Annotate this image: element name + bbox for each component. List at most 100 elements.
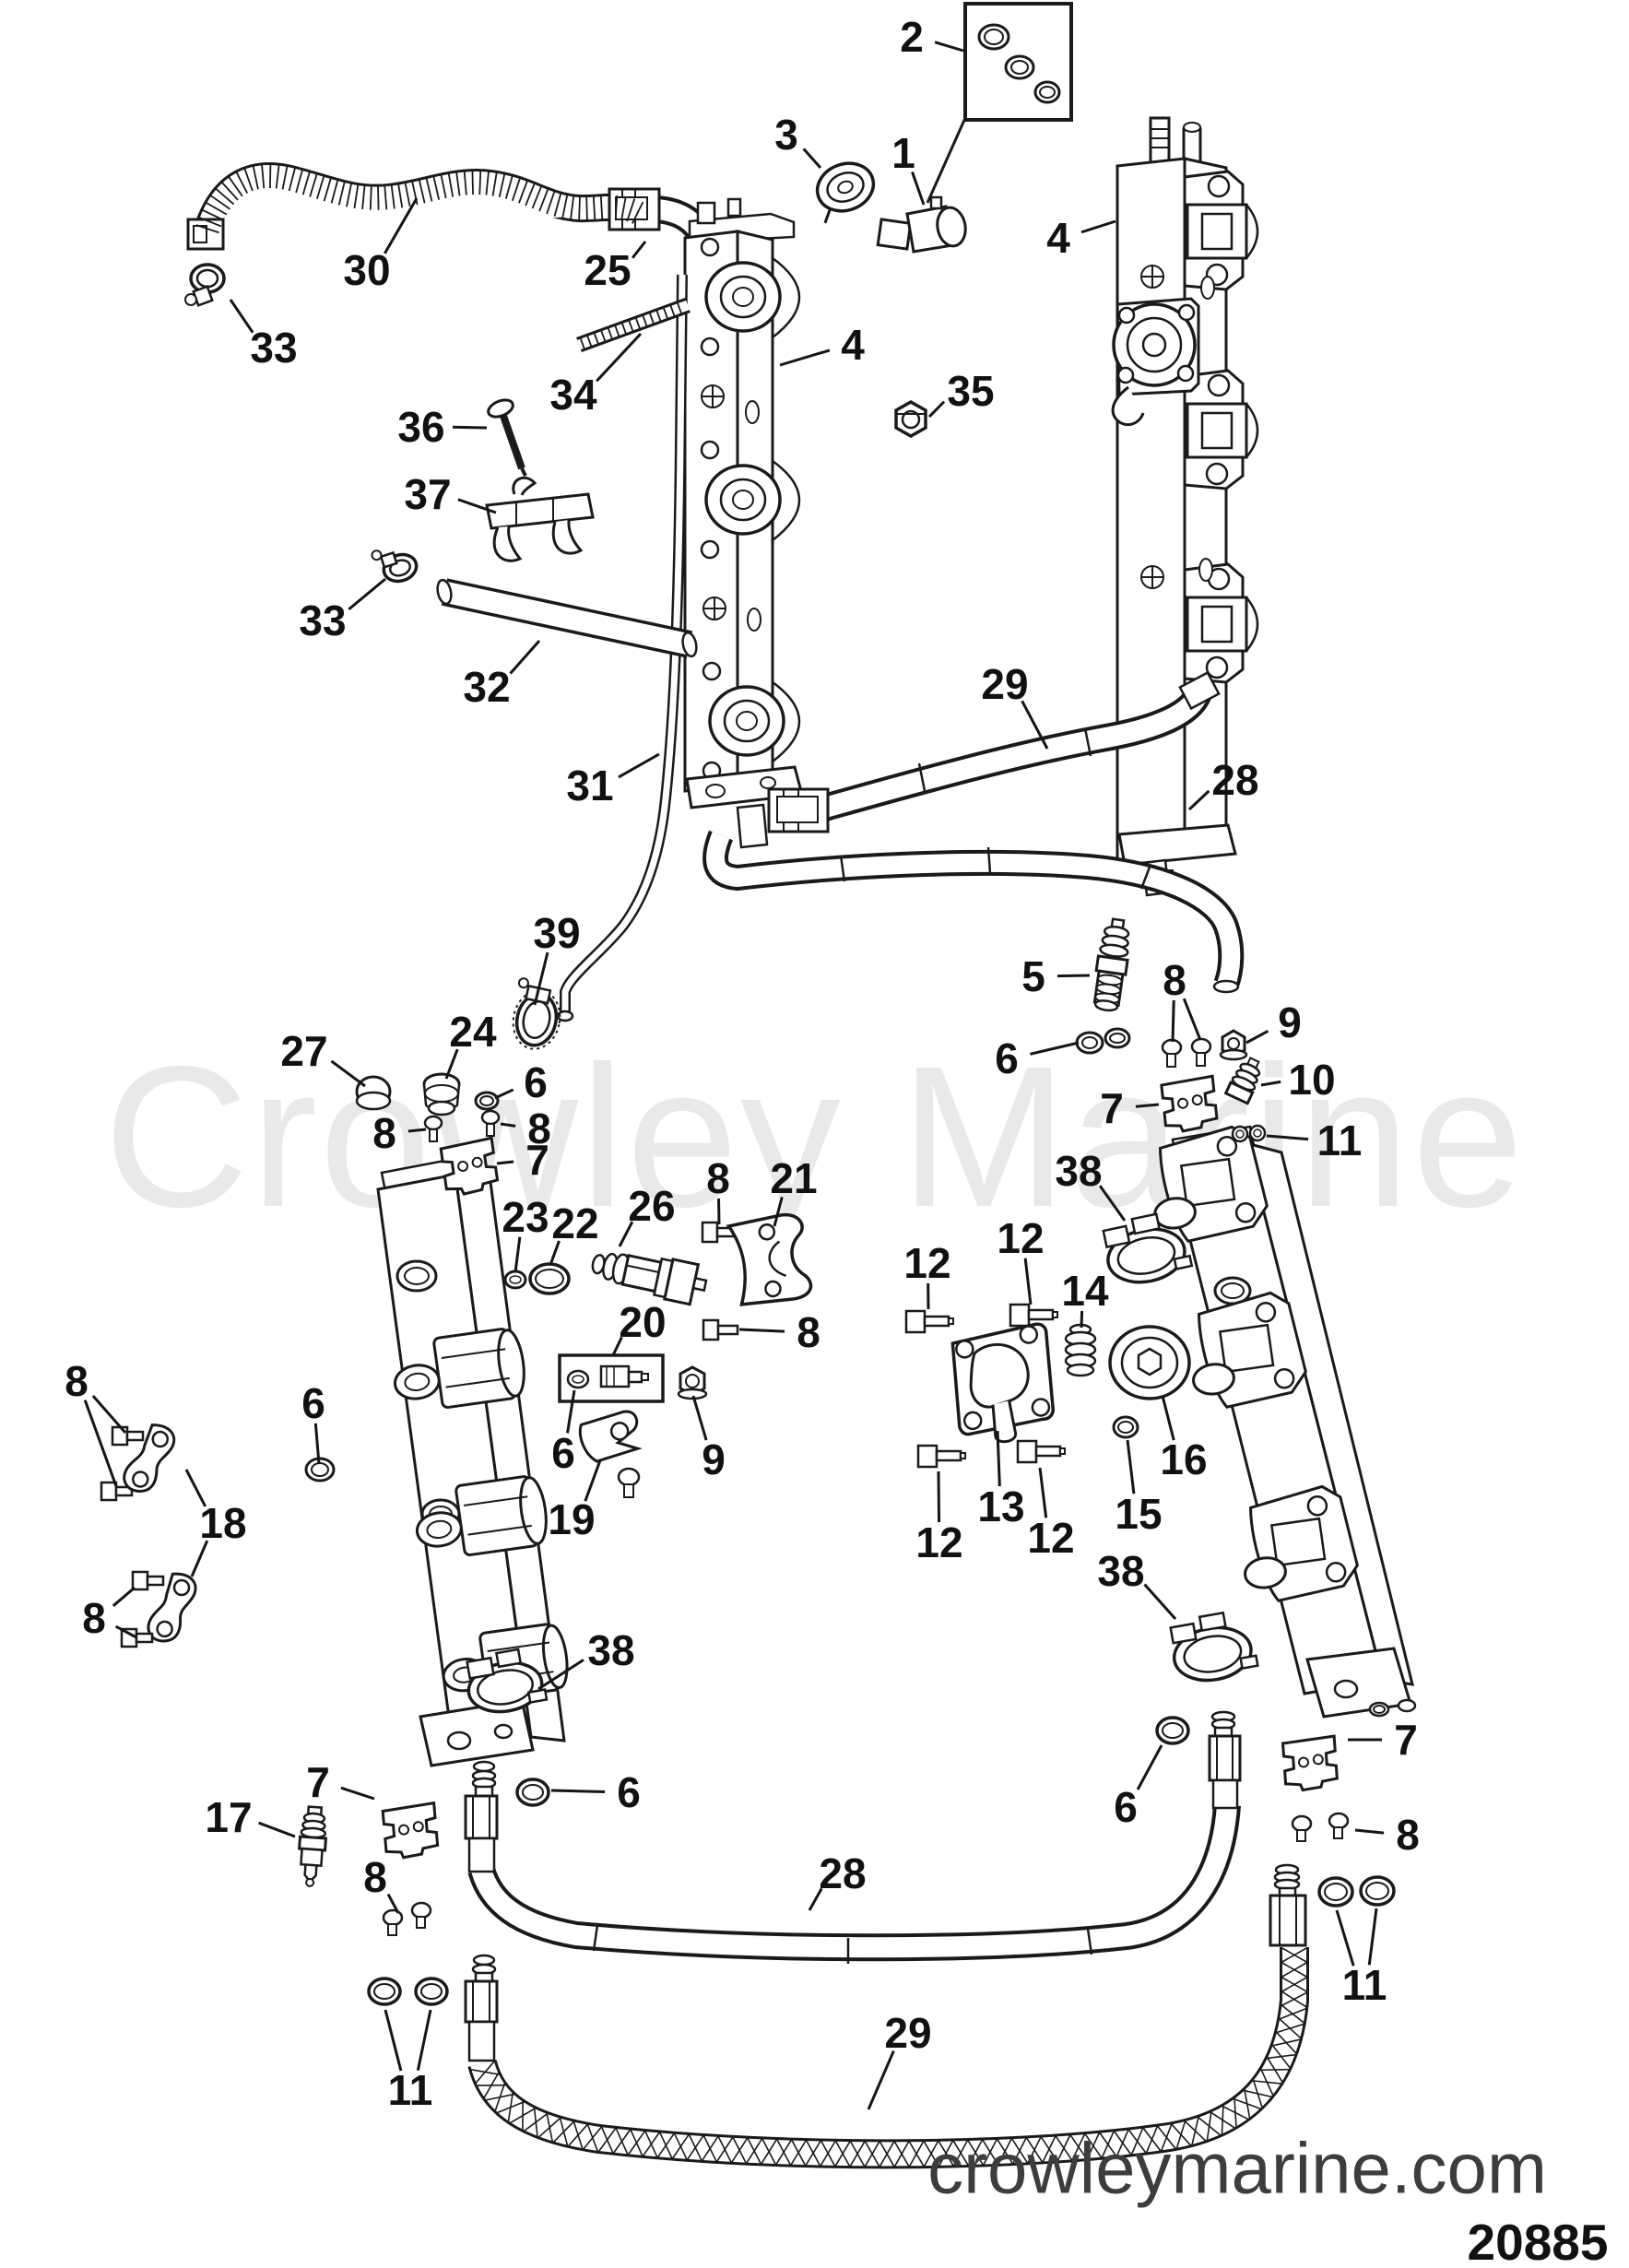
screws-8-pair-center [423,1109,501,1142]
callout-16: 16 [1160,1435,1208,1483]
leader-line-22 [549,1240,561,1266]
leader-line-38 [537,1659,584,1691]
injector-pocket [702,661,801,781]
callout-36: 36 [397,403,445,451]
callout-14: 14 [1061,1267,1109,1315]
callout-4: 4 [841,321,865,369]
callout-1: 1 [891,129,915,177]
callout-7: 7 [525,1136,549,1184]
callout-12: 12 [903,1239,951,1287]
callout-29: 29 [981,660,1029,708]
callout-35: 35 [947,367,995,415]
callout-21: 21 [770,1154,818,1202]
leader-line-33 [229,299,254,334]
drawing-number: 20885 [1467,2214,1609,2268]
callout-9: 9 [702,1435,726,1483]
leader-line-39 [533,951,549,1006]
callout-15: 15 [1115,1490,1163,1538]
leader-line-8 [83,1400,118,1487]
o-ring-6-center-inner [479,1095,494,1106]
leader-line-20 [611,1336,623,1356]
rail-injector-clamp [1153,1125,1269,1243]
bracket-plate-7 [381,1801,440,1860]
leader-line-3 [802,148,822,169]
callout-12: 12 [915,1518,963,1566]
injector-clamp-38-bottom [1169,1611,1259,1683]
bleed-fitting-17 [298,1805,328,1887]
leader-line-11 [1335,1909,1355,1967]
callout-7: 7 [1100,1084,1124,1132]
callout-37: 37 [404,470,452,518]
rail-solenoid [393,1328,525,1409]
callout-5: 5 [1021,952,1045,1000]
leader-line-8 [1171,999,1175,1043]
injector-clamp-38-top [1102,1212,1194,1284]
valve-kit-box-20 [558,1353,665,1403]
cap-3 [815,161,876,224]
leader-line-4 [779,348,831,367]
callout-38: 38 [1097,1547,1145,1595]
flange-nut-9-mid [677,1365,708,1400]
o-ring-6-bottom-center [515,1778,550,1807]
leader-line-9 [1245,1030,1269,1045]
leader-line-25 [631,241,647,259]
callout-8: 8 [363,1853,387,1901]
leader-line-11 [1367,1908,1378,1966]
callout-6: 6 [551,1429,575,1477]
callout-13: 13 [977,1482,1025,1530]
leader-line-32 [509,640,541,675]
retainer-clip-37 [485,476,595,562]
fuel-rail-left-angled [376,1156,569,1767]
bolts-8-far-left [100,1425,145,1502]
leader-line-12 [1023,1258,1033,1305]
hose-clamp-33-lower [371,549,419,584]
leader-line-13 [996,1430,1001,1487]
link-bracket-18 [147,1572,197,1643]
leader-line-38 [1143,1583,1177,1620]
callout-12: 12 [997,1214,1045,1262]
leader-line-21 [773,1197,784,1227]
bolt-8-upper [701,1221,738,1244]
screw-36 [487,398,527,477]
callout-6: 6 [617,1768,641,1816]
leader-line-28 [1187,789,1210,811]
leader-line-17 [258,1821,296,1838]
leader-line-31 [618,752,660,779]
callout-6: 6 [995,1034,1019,1082]
clamp-flange-21 [726,1212,813,1306]
callout-6: 6 [301,1379,325,1427]
leader-line-2 [934,41,964,53]
callout-29: 29 [884,2009,932,2057]
callout-8: 8 [1396,1811,1420,1859]
leader-line-8 [738,1328,785,1333]
leader-line-7 [340,1786,375,1801]
cap-24 [422,1072,461,1116]
callout-33: 33 [250,324,298,372]
o-rings-11-pair-right [1231,1124,1267,1143]
callout-8: 8 [82,1594,106,1642]
callout-28: 28 [819,1849,867,1897]
callout-33: 33 [299,597,347,644]
hose-clamp-33-top [184,263,226,307]
hose-texture-decor [195,163,1308,2168]
callout-8: 8 [797,1308,820,1356]
callout-22: 22 [551,1199,599,1247]
leader-line-10 [1260,1080,1281,1087]
leader-line-14 [1080,1310,1084,1329]
callout-7: 7 [306,1758,330,1806]
leader-line-12 [1038,1467,1048,1518]
callout-30: 30 [343,246,391,294]
leader-line-37 [457,498,497,514]
leader-line-6 [313,1423,321,1465]
leader-line-11 [1266,1134,1309,1141]
leader-line-36 [452,425,488,430]
leader-line-29 [867,2049,895,2110]
screws-8-bottom-right [1291,1812,1350,1842]
leader-line-11 [416,2009,432,2071]
leader-line-28 [808,1887,823,1911]
leader-line-8 [500,1122,516,1128]
flange-nut-9-top [1219,1029,1248,1061]
callout-25: 25 [584,246,632,294]
